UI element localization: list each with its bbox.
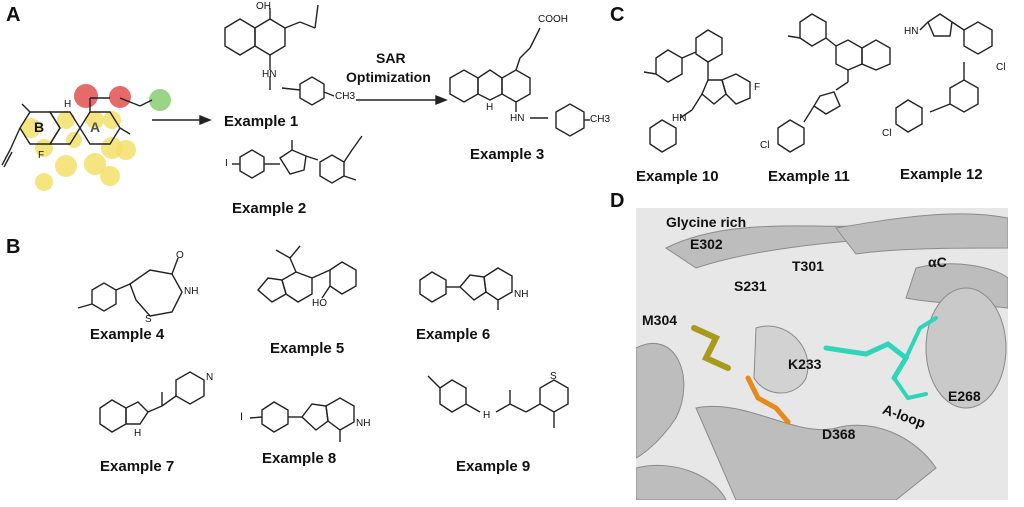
example9-h: H	[483, 410, 491, 421]
lead-f-label: F	[38, 150, 45, 161]
lead-ring-b-label: B	[34, 119, 45, 135]
example10-f: F	[754, 82, 761, 93]
sar-text-line1: SAR	[376, 50, 406, 66]
example2-structure	[232, 135, 363, 184]
example11-cl: Cl	[760, 140, 770, 151]
example4-label: Example 4	[90, 326, 165, 343]
s231-label: S231	[734, 278, 767, 294]
example4-s: S	[145, 314, 152, 325]
example5-structure	[257, 245, 357, 303]
example3-hn: HN	[510, 113, 525, 124]
e302-label: E302	[690, 236, 723, 252]
example8-i: I	[240, 411, 244, 423]
protein-cartoon	[636, 213, 1008, 500]
d368-label: D368	[822, 426, 856, 442]
example8-label: Example 8	[262, 450, 337, 467]
example7-h: H	[134, 428, 142, 439]
example3-structure	[449, 27, 590, 137]
panel-letter-c: C	[610, 4, 625, 26]
example7-n: N	[206, 372, 214, 383]
example9-structure	[427, 375, 569, 428]
example8-nh: NH	[356, 418, 371, 429]
example1-label: Example 1	[224, 113, 299, 130]
example7-structure	[99, 371, 205, 433]
example1-structure	[224, 4, 335, 106]
glycine-rich-label: Glycine rich	[666, 214, 747, 230]
example3-ch3: CH3	[590, 114, 611, 125]
example12-structure	[895, 13, 993, 133]
lead-ring-a-label: A	[90, 119, 101, 135]
lead-compound	[1, 84, 171, 191]
example3-label: Example 3	[470, 146, 545, 163]
example5-ho: HO	[312, 298, 327, 309]
example4-structure	[77, 257, 183, 317]
example10-label: Example 10	[636, 168, 719, 185]
example6-structure	[419, 267, 513, 310]
example12-label: Example 12	[900, 166, 983, 183]
example2-label: Example 2	[232, 200, 307, 217]
example1-hn: HN	[262, 69, 277, 80]
example2-i: I	[225, 158, 228, 169]
protein-structure-image: Glycine rich E302 T301 αC S231 M304 K233…	[636, 208, 1008, 500]
example3-cooh: COOH	[538, 14, 568, 25]
sar-text-line2: Optimization	[346, 69, 431, 85]
example6-label: Example 6	[416, 326, 491, 343]
example3-h: H	[486, 102, 494, 113]
example4-o: O	[176, 250, 184, 261]
example11-label: Example 11	[768, 168, 850, 185]
example4-nh: NH	[184, 286, 199, 297]
example11-structure	[777, 13, 891, 153]
e268-label: E268	[948, 388, 981, 404]
example1-ch3: CH3	[335, 91, 356, 102]
m304-label: M304	[642, 312, 678, 328]
lead-nh-label: H	[64, 99, 72, 110]
example1-oh: OH	[256, 1, 271, 12]
example6-nh: NH	[514, 289, 529, 300]
example10-structure	[643, 29, 751, 153]
example8-structure	[249, 397, 355, 442]
example5-label: Example 5	[270, 340, 345, 357]
example10-hn: HN	[672, 113, 687, 124]
panel-letter-b: B	[6, 236, 21, 258]
panel-letter-a: A	[6, 4, 21, 26]
k233-label: K233	[788, 356, 822, 372]
example12-cl-left: Cl	[882, 128, 892, 139]
panel-letter-d: D	[610, 190, 625, 212]
alpha-c-label: αC	[928, 254, 947, 270]
example7-label: Example 7	[100, 458, 175, 475]
example12-hn: HN	[904, 26, 919, 37]
example9-s: S	[550, 371, 557, 382]
t301-label: T301	[792, 258, 824, 274]
example12-cl-right: Cl	[996, 62, 1006, 73]
example9-label: Example 9	[456, 458, 531, 475]
